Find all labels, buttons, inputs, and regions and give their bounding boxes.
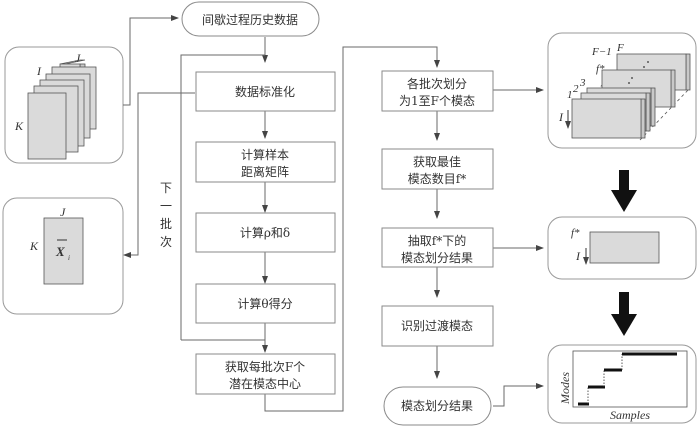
cube-label-k: K [14,119,24,133]
standardize-node: 数据标准化 [195,71,336,112]
distance-label-2: 距离矩阵 [241,164,289,179]
mode-stack-panel: 1 2 3 f* F−1 F I [547,32,697,149]
transition-label: 识别过渡模态 [401,318,473,333]
standardize-label: 数据标准化 [235,84,295,99]
centers-label-2: 潜在模态中心 [229,376,301,391]
start-label: 间歇过程历史数据 [202,12,298,27]
result-plot-panel: Modes Samples [547,344,697,424]
best-node: 获取最佳 模态数目f* [381,148,494,190]
arrow-centers-to-partition [264,46,440,412]
loop-label-2: 一 [160,199,172,213]
stack-label-3: 3 [579,77,586,89]
loop-label-1: 下 [160,181,172,195]
partition-label-1: 各批次划分 [407,76,467,91]
plot-xlabel: Samples [610,408,650,422]
selected-mode-panel: f* I [547,216,697,280]
matrix-subscript: i [68,254,70,262]
theta-label: 计算θ得分 [237,296,292,311]
stack-label-f-minus-1: F−1 [591,46,612,58]
extract-label-1: 抽取f*下的 [408,233,466,248]
big-arrow-down-icon [611,292,637,336]
stack-label-i: I [558,110,564,124]
batch-matrix-panel: J K X i [2,197,124,315]
batch-matrix-icon [43,217,84,285]
plot-ylabel: Modes [558,372,572,405]
best-label-2: 模态数目f* [408,171,466,186]
best-label-1: 获取最佳 [413,155,461,169]
loop-label-4: 次 [160,235,172,249]
data-cube-panel: J I K [4,46,124,164]
data-cube-icon [27,59,97,160]
connector-cube-to-start [123,15,179,106]
stack-label-fstar: f* [596,63,605,75]
loop-next-batch [180,54,265,340]
extract-label-2: 模态划分结果 [401,251,473,265]
selected-mode-icon [589,231,660,264]
distance-node: 计算样本 距离矩阵 [195,141,336,183]
matrix-label-k: K [29,239,39,253]
rho-delta-node: 计算ρ和δ [195,212,336,253]
distance-label-1: 计算样本 [241,147,289,162]
plot-frame [572,350,688,408]
connector-to-batch-matrix [123,92,195,258]
transition-node: 识别过渡模态 [381,305,494,347]
rho-delta-label: 计算ρ和δ [240,225,290,240]
end-node: 模态划分结果 [383,386,492,426]
start-node: 间歇过程历史数据 [181,1,320,37]
selected-label-i: I [575,249,581,263]
mode-stack-icon [571,53,691,141]
cube-label-i: I [36,64,42,78]
stack-label-1: 1 [567,89,573,101]
centers-label-1: 获取每批次F个 [225,359,305,374]
extract-node: 抽取f*下的 模态划分结果 [381,227,494,268]
theta-node: 计算θ得分 [195,283,336,324]
stack-label-2: 2 [573,83,579,95]
partition-node: 各批次划分 为1至F个模态 [381,70,494,112]
cube-label-j: J [75,51,81,65]
matrix-label-j: J [60,205,66,219]
partition-label-2: 为1至F个模态 [399,94,475,108]
mode-step-line [578,352,677,406]
arrow-end-to-plot [493,383,544,407]
selected-label-fstar: f* [571,227,580,239]
big-arrow-down-icon [611,170,637,212]
centers-node: 获取每批次F个 潜在模态中心 [195,353,336,395]
loop-label-3: 批 [160,216,172,231]
end-label: 模态划分结果 [401,399,473,413]
matrix-symbol: X [55,244,65,259]
stack-label-f: F [616,42,624,54]
